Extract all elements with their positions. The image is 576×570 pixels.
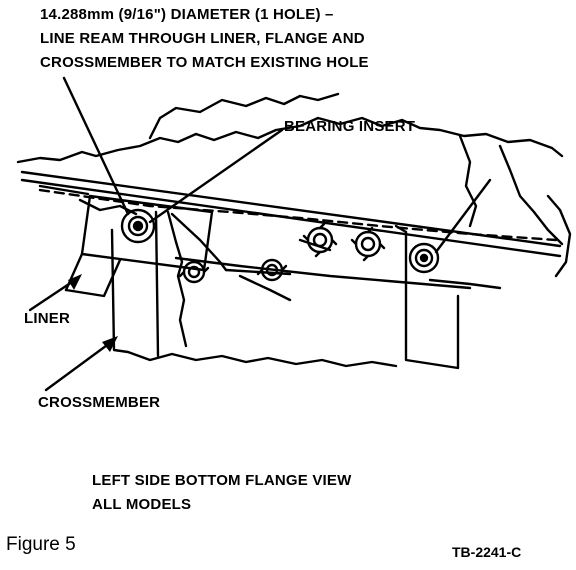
- bearing-insert-leader: [148, 128, 284, 224]
- view-title-line-1: LEFT SIDE BOTTOM FLANGE VIEW: [92, 472, 352, 489]
- rivet: [350, 226, 386, 262]
- hole-spec-leader: [62, 76, 130, 216]
- rivet: [408, 242, 440, 274]
- figure-code: TB-2241-C: [452, 544, 522, 560]
- bearing-insert-label: BEARING INSERT: [284, 118, 416, 135]
- crossmember-leader: [44, 338, 116, 392]
- flange-dashed-edge: [38, 188, 558, 242]
- bearing-insert-hole: [120, 208, 156, 244]
- figure-label: Figure 5: [6, 534, 76, 555]
- rivet: [178, 260, 210, 284]
- crossmember-label: CROSSMEMBER: [38, 394, 161, 411]
- view-title-line-2: ALL MODELS: [92, 496, 192, 513]
- right-leader: [434, 178, 492, 254]
- hole-spec-line-3: CROSSMEMBER TO MATCH EXISTING HOLE: [40, 54, 369, 71]
- frame-rail-back-break: [148, 92, 340, 140]
- liner-label: LINER: [24, 310, 70, 327]
- flange-front-edge: [20, 170, 562, 248]
- frame-rail-top-edge: [16, 116, 564, 164]
- rivet: [256, 258, 288, 282]
- rivet: [302, 222, 338, 258]
- liner-leader: [28, 276, 80, 312]
- crossmember-plate: [110, 228, 398, 368]
- hole-spec-line-1: 14.288mm (9/16") DIAMETER (1 HOLE) –: [40, 6, 334, 23]
- hole-spec-line-2: LINE REAM THROUGH LINER, FLANGE AND: [40, 30, 365, 47]
